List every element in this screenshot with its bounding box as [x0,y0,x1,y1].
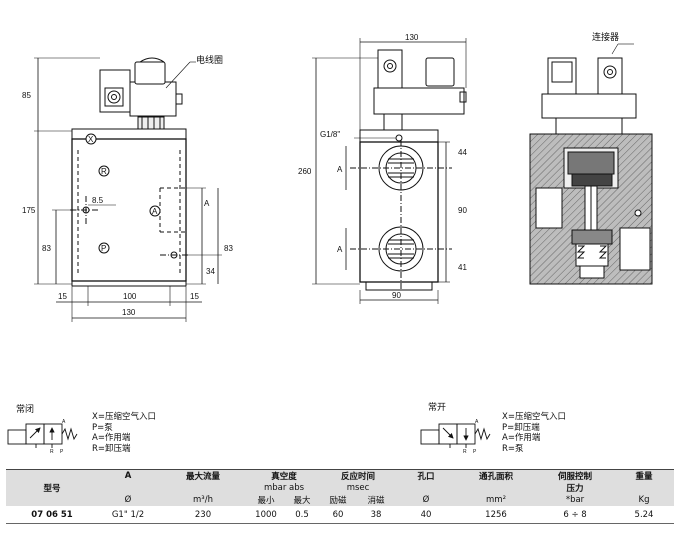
drawing-labels: 电线圈 连接器 X R A P A A A G1/8" 85 175 83 8.… [22,31,619,317]
no-title: 常开 [428,403,447,413]
symbol-normally-open [420,423,491,448]
symbol-normally-closed [7,423,78,448]
no-port-p: P [473,449,477,455]
no-legend-p: P=卸压端 [502,422,540,433]
th-vacuum: 真空度 [248,470,320,482]
no-port-a: A [475,419,479,425]
unit-servo: *bar [536,494,614,506]
label-port-a: A [152,207,158,216]
no-legend-a: A=作用端 [502,433,541,443]
dim-100: 100 [123,292,137,301]
th-response-unit: msec [320,482,396,494]
cell-excite: 60 [320,506,356,524]
cell-weight: 5.24 [614,506,674,524]
no-legend-x: X=压缩空气入口 [502,412,566,422]
nc-legend-p: P=泵 [92,422,113,433]
nc-port-p: P [60,449,64,455]
table-row: 07 06 51 G1" 1/2 230 1000 0.5 60 38 40 1… [6,506,674,524]
nc-port-a: A [62,419,66,425]
th-vacuum-unit: mbar abs [248,482,320,494]
label-side-a3: A [337,245,343,254]
th-servo-2: 压力 [536,482,614,494]
cell-orifice: 40 [396,506,456,524]
dim-15-left: 15 [58,292,67,301]
dim-44: 44 [458,148,467,157]
th-area: 通孔面积 [456,470,536,482]
cell-area: 1256 [456,506,536,524]
unit-vmin: 最小 [248,494,284,506]
label-connector: 连接器 [592,31,619,43]
unit-weight: Kg [614,494,674,506]
th-max-flow: 最大流量 [158,470,248,482]
cell-deexcite: 38 [356,506,396,524]
cell-servo: 6 ÷ 8 [536,506,614,524]
label-coil: 电线圈 [196,54,223,66]
dim-90-horizontal: 90 [392,291,401,300]
label-thread: G1/8" [320,130,340,139]
dim-41: 41 [458,263,467,272]
dim-175: 175 [22,206,36,215]
unit-vmax: 最大 [284,494,320,506]
unit-orifice: Ø [396,494,456,506]
label-port-x: X [88,135,94,144]
th-a: A [98,470,158,482]
cell-flow: 230 [158,506,248,524]
dim-15-right: 15 [190,292,199,301]
label-port-p: P [101,244,106,253]
th-servo: 伺服控制 [536,470,614,482]
unit-excite: 励磁 [320,494,356,506]
symbol-port-letters: A R P A R P [50,419,479,455]
header-row-3: Ø m³/h 最小 最大 励磁 消磁 Ø mm² *bar Kg [6,494,674,506]
th-weight: 重量 [614,470,674,482]
unit-area: mm² [456,494,536,506]
label-side-a2: A [337,165,343,174]
dim-8-5: 8.5 [92,196,104,205]
dim-130-bottom: 130 [122,308,136,317]
dim-90-vertical: 90 [458,206,467,215]
th-response: 反应时间 [320,470,396,482]
label-side-a1: A [204,199,210,208]
unit-flow: m³/h [158,494,248,506]
cell-a: G1" 1/2 [98,506,158,524]
section-view [529,43,653,285]
dim-130-top: 130 [405,33,419,42]
cell-vmax: 0.5 [284,506,320,524]
no-port-r: R [463,449,467,455]
dim-83-right: 83 [224,244,233,253]
dim-83-left: 83 [42,244,51,253]
dim-260: 260 [298,167,312,176]
nc-port-r: R [50,449,54,455]
label-port-r: R [101,167,107,176]
table-top-rule [6,469,674,470]
spec-table: 型号 A 最大流量 真空度 反应时间 孔口 通孔面积 伺服控制 重量 mbar … [6,470,674,524]
unit-a: Ø [98,494,158,506]
dim-85: 85 [22,91,31,100]
th-model: 型号 [6,470,98,506]
header-row-2: mbar abs msec 压力 [6,482,674,494]
nc-legend: X=压缩空气入口 P=泵 A=作用端 R=卸压端 [92,412,156,454]
th-orifice: 孔口 [396,470,456,482]
unit-deexcite: 消磁 [356,494,396,506]
no-legend: X=压缩空气入口 P=卸压端 A=作用端 R=泵 [502,412,566,454]
front-view [34,57,222,322]
nc-title: 常闭 [16,405,35,415]
header-row-1: 型号 A 最大流量 真空度 反应时间 孔口 通孔面积 伺服控制 重量 [6,470,674,506]
nc-legend-r: R=卸压端 [92,443,131,454]
technical-drawing: 电线圈 连接器 X R A P A A A G1/8" 85 175 83 8.… [7,31,653,455]
cell-model: 07 06 51 [6,506,98,524]
no-legend-r: R=泵 [502,443,524,454]
side-view [312,38,467,304]
dim-34: 34 [206,267,215,276]
cell-vmin: 1000 [248,506,284,524]
nc-legend-a: A=作用端 [92,433,131,443]
nc-legend-x: X=压缩空气入口 [92,412,156,422]
